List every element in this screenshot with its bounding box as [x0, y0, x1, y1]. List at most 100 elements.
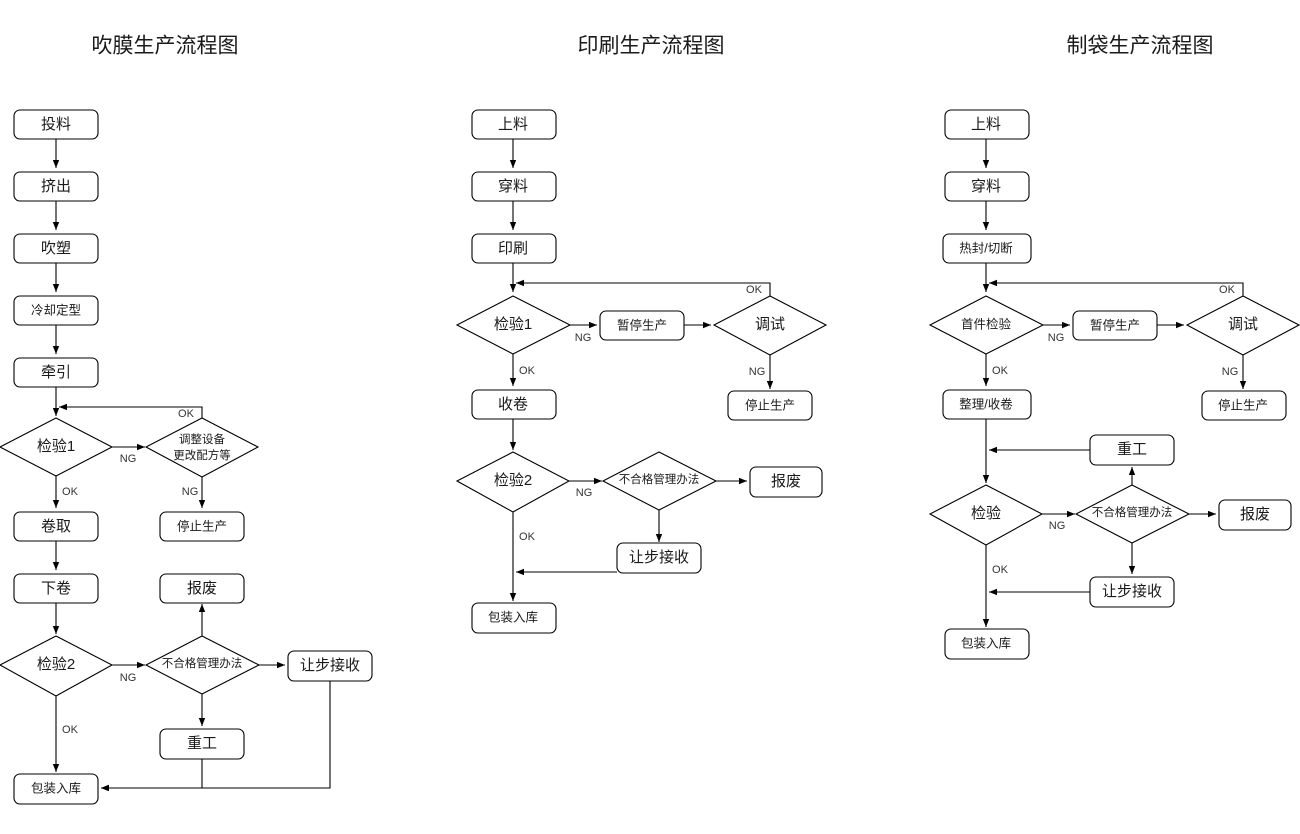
node-c3-n9-label: 让步接收: [1102, 583, 1162, 600]
node-c1-n4[interactable]: [13, 295, 99, 326]
edge-label-c3-d3-ng: NG: [1049, 520, 1066, 532]
node-c3-d2-label: 调试: [1228, 316, 1258, 333]
edge-label-c2-adjust-ng: NG: [749, 366, 766, 378]
node-c3-n4-label: 暂停生产: [1090, 317, 1140, 332]
node-c3-n6[interactable]: [942, 389, 1032, 420]
chart-title-printing: 印刷生产流程图: [578, 35, 725, 58]
edge-label-c1-d3-ng: NG: [120, 672, 137, 684]
node-c2-d2[interactable]: [712, 295, 828, 356]
node-c3-n1-label: 上料: [971, 116, 1001, 133]
node-c2-n3[interactable]: [471, 233, 557, 264]
node-c3-n2[interactable]: [944, 171, 1030, 202]
node-c1-n3[interactable]: [13, 233, 99, 264]
node-c1-d2-label-line2: 更改配方等: [173, 448, 231, 462]
node-c1-n12[interactable]: [13, 773, 99, 805]
node-c1-n7-label: 卷取: [41, 518, 71, 535]
edge-label-c2-d3-ok: OK: [519, 531, 536, 543]
node-c1-d1-label: 检验1: [37, 438, 75, 455]
edge-c1-concession-pack: [101, 681, 331, 792]
node-c2-n4-label: 暂停生产: [617, 317, 667, 332]
node-c2-d4[interactable]: [601, 451, 718, 511]
node-c2-n6[interactable]: [471, 389, 557, 420]
node-c3-n2-label: 穿料: [971, 178, 1001, 195]
node-c1-n12-label: 包装入库: [31, 780, 81, 795]
node-c1-n7[interactable]: [13, 511, 99, 542]
node-c2-n5-label: 停止生产: [745, 397, 795, 412]
node-c1-n11[interactable]: [159, 728, 245, 760]
node-c1-n1[interactable]: [13, 109, 99, 140]
node-c2-d2-label: 调试: [755, 316, 785, 333]
node-c3-d2[interactable]: [1185, 295, 1300, 356]
node-c2-n1-label: 上料: [498, 116, 528, 133]
node-c2-n3-label: 印刷: [498, 240, 528, 257]
node-c3-n8-label: 报废: [1240, 506, 1270, 523]
node-c2-n8-label: 让步接收: [629, 549, 689, 566]
edge-c1-rework-pack: [101, 759, 203, 792]
node-c2-n7-label: 报废: [771, 473, 801, 490]
node-c3-n8[interactable]: [1218, 499, 1292, 531]
node-c2-n9[interactable]: [471, 602, 557, 634]
edge-label-c1-d1-ng: NG: [120, 453, 137, 465]
node-c3-d4[interactable]: [1074, 484, 1191, 544]
node-c1-n10[interactable]: [287, 650, 373, 682]
chart-title-bag-making: 制袋生产流程图: [1067, 35, 1214, 58]
node-c3-n10[interactable]: [944, 628, 1030, 660]
node-c1-d2-label-line1: 调整设备: [179, 432, 225, 446]
node-c3-d1[interactable]: [928, 295, 1045, 355]
edge-label-c3-adjust-ok: OK: [1219, 284, 1236, 296]
node-c3-n10-label: 包装入库: [961, 635, 1011, 650]
node-c1-n9[interactable]: [159, 573, 245, 604]
node-c1-n6-label: 停止生产: [177, 518, 227, 533]
node-c1-n2[interactable]: [13, 171, 99, 202]
node-c3-n3-label: 热封/切断: [959, 240, 1012, 255]
edge-label-c3-d1-ok: OK: [992, 365, 1009, 377]
node-c1-n8-label: 下卷: [41, 580, 71, 597]
node-c3-n4[interactable]: [1072, 310, 1158, 341]
edge-label-c3-adjust-ng: NG: [1222, 366, 1239, 378]
node-c2-n2[interactable]: [471, 171, 557, 202]
node-c2-n5[interactable]: [727, 390, 813, 421]
edge-label-c3-d1-ng: NG: [1048, 332, 1065, 344]
node-c2-n7[interactable]: [749, 466, 823, 498]
node-c2-d3-label: 检验2: [494, 472, 532, 489]
node-c2-d1[interactable]: [455, 295, 572, 355]
edge-label-c2-d1-ok: OK: [519, 365, 536, 377]
node-c1-d4-label: 不合格管理办法: [162, 656, 243, 670]
node-c2-d1-label: 检验1: [494, 316, 532, 333]
node-c1-n6[interactable]: [159, 511, 245, 542]
node-c1-n11-label: 重工: [187, 735, 217, 752]
node-c2-n1[interactable]: [471, 109, 557, 140]
node-c3-n1[interactable]: [944, 109, 1030, 140]
node-c3-n7-label: 重工: [1117, 441, 1147, 458]
node-c1-d3[interactable]: [0, 635, 114, 697]
node-c3-n6-label: 整理/收卷: [959, 396, 1013, 411]
node-c2-n4[interactable]: [599, 310, 685, 341]
node-c1-d4[interactable]: [144, 635, 261, 695]
edge-label-c1-d2-ng: NG: [182, 486, 199, 498]
edge-label-c2-adjust-ok: OK: [746, 284, 763, 296]
node-c3-n5-label: 停止生产: [1218, 397, 1268, 412]
node-c1-n4-label: 冷却定型: [31, 302, 81, 317]
edge-label-c3-d3-ok: OK: [992, 564, 1009, 576]
edge-label-c1-d1-ok: OK: [62, 486, 79, 498]
node-c3-d3[interactable]: [928, 484, 1044, 546]
node-c3-n5[interactable]: [1201, 390, 1287, 421]
node-c2-d3[interactable]: [455, 451, 571, 513]
edge-c3-adjust-ok-loop: [989, 279, 1244, 296]
node-c3-n9[interactable]: [1089, 576, 1175, 608]
node-c2-n9-label: 包装入库: [488, 609, 538, 624]
node-c1-n10-label: 让步接收: [300, 657, 360, 674]
node-c1-d2[interactable]: [144, 417, 260, 478]
edge-label-c2-d3-ng: NG: [576, 487, 593, 499]
node-c1-d1[interactable]: [0, 417, 114, 477]
node-c1-n5[interactable]: [13, 357, 99, 388]
chart-title-blown-film: 吹膜生产流程图: [92, 35, 239, 58]
node-c2-n8[interactable]: [616, 542, 702, 574]
node-c1-n8[interactable]: [13, 573, 99, 604]
node-c1-n9-label: 报废: [187, 580, 217, 597]
node-c3-n3[interactable]: [942, 233, 1032, 264]
node-c3-n7[interactable]: [1089, 434, 1175, 466]
node-c3-d4-label: 不合格管理办法: [1092, 505, 1173, 519]
